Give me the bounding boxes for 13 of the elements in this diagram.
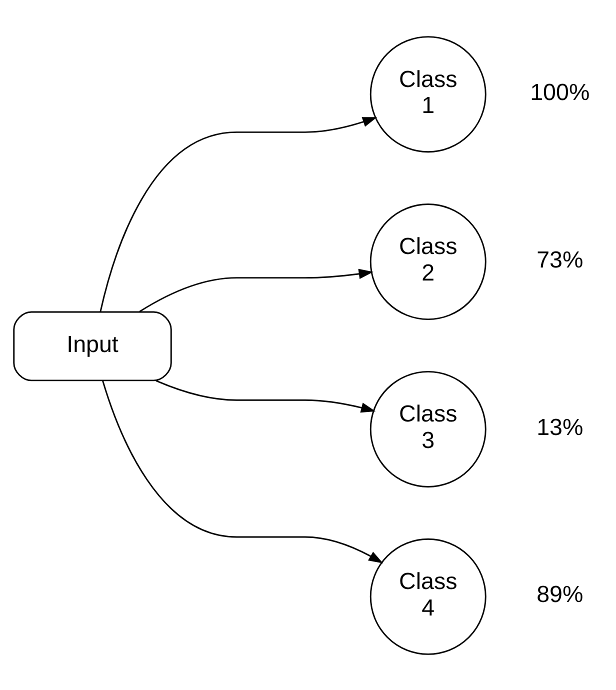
node-circle: Class 2 [370, 203, 486, 320]
arrow [156, 379, 376, 412]
node-label: 89% [536, 580, 584, 607]
node-circle: Class 3 [370, 370, 486, 487]
node-label: 100% [530, 78, 590, 104]
node-circle: Class 4 [370, 538, 486, 654]
arrow [139, 268, 374, 312]
arrow [102, 380, 384, 563]
node-circle: Class 1 [370, 36, 486, 152]
node-box: Input [13, 310, 172, 381]
arrow [100, 116, 378, 312]
node-label: 73% [536, 246, 584, 272]
node-label: 13% [536, 413, 584, 440]
